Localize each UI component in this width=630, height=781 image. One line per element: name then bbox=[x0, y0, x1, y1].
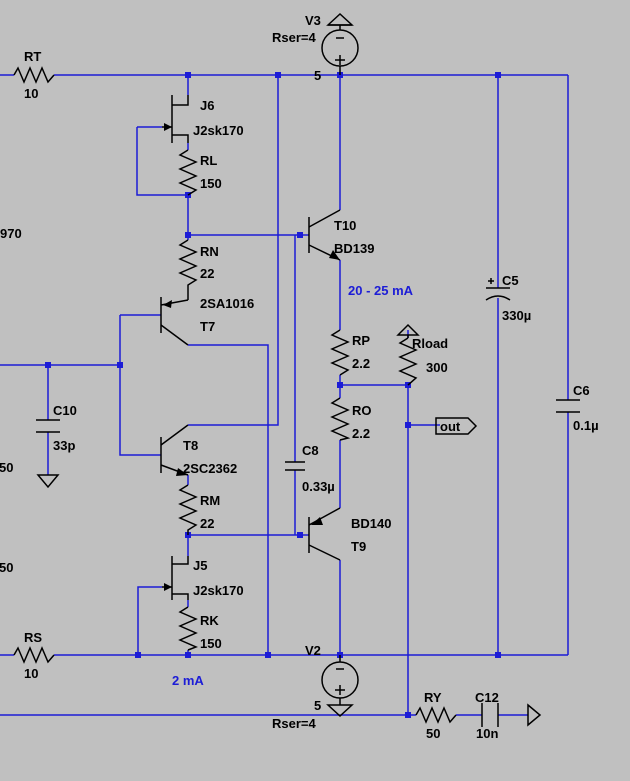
wires bbox=[0, 74, 569, 716]
label-rl-name: RL bbox=[200, 153, 217, 168]
label-t10-model: BD139 bbox=[334, 241, 374, 256]
transistor-t9 bbox=[308, 507, 341, 561]
label-c8-name: C8 bbox=[302, 443, 319, 458]
label-rs-value: 10 bbox=[24, 666, 38, 681]
label-j6-name: J6 bbox=[200, 98, 214, 113]
label-j5-name: J5 bbox=[193, 558, 207, 573]
label-bias-current: 2 mA bbox=[172, 673, 204, 688]
label-c12-name: C12 bbox=[475, 690, 499, 705]
resistor-rp bbox=[330, 329, 350, 376]
label-j6-model: J2sk170 bbox=[193, 123, 244, 138]
label-c6-value: 0.1µ bbox=[573, 418, 599, 433]
label-t10-name: T10 bbox=[334, 218, 356, 233]
label-rk-name: RK bbox=[200, 613, 219, 628]
out-port-label: out bbox=[440, 419, 461, 434]
resistor-rs bbox=[13, 646, 55, 664]
label-v3-rser: Rser=4 bbox=[272, 30, 316, 45]
resistor-ro bbox=[330, 397, 351, 441]
label-ro-name: RO bbox=[352, 403, 372, 418]
resistor-rm bbox=[178, 484, 198, 535]
label-j5-model: J2sk170 bbox=[193, 583, 244, 598]
resistor-ry bbox=[415, 706, 457, 724]
label-c12-value: 10n bbox=[476, 726, 498, 741]
label-offpage-2: 50 bbox=[0, 460, 13, 475]
label-rt-value: 10 bbox=[24, 86, 38, 101]
label-c10-name: C10 bbox=[53, 403, 77, 418]
label-c5-name: C5 bbox=[502, 273, 519, 288]
resistor-rn bbox=[178, 239, 198, 300]
resistor-rt bbox=[13, 66, 55, 84]
labels: RT 10 V3 Rser=4 5 J6 J2sk170 RL 150 RN 2… bbox=[0, 13, 599, 741]
label-rn-value: 22 bbox=[200, 266, 214, 281]
label-t8-model: 2SC2362 bbox=[183, 461, 237, 476]
transistor-t10 bbox=[308, 209, 341, 261]
label-rl-value: 150 bbox=[200, 176, 222, 191]
capacitor-c12 bbox=[481, 703, 499, 727]
resistor-rload bbox=[396, 323, 420, 386]
label-rk-value: 150 bbox=[200, 636, 222, 651]
label-ry-name: RY bbox=[424, 690, 442, 705]
label-rp-name: RP bbox=[352, 333, 370, 348]
label-t7-model: 2SA1016 bbox=[200, 296, 254, 311]
transistor-t7 bbox=[160, 297, 189, 346]
label-v3-name: V3 bbox=[305, 13, 321, 28]
label-c6-name: C6 bbox=[573, 383, 590, 398]
label-c10-value: 33p bbox=[53, 438, 75, 453]
label-v2-rser: Rser=4 bbox=[272, 716, 316, 731]
resistor-rk bbox=[178, 606, 198, 651]
label-t9-model: BD140 bbox=[351, 516, 391, 531]
ground-c10 bbox=[36, 474, 60, 489]
label-rload-value: 300 bbox=[426, 360, 448, 375]
label-ry-value: 50 bbox=[426, 726, 440, 741]
resistor-rl bbox=[178, 149, 198, 196]
label-offpage-3: 50 bbox=[0, 560, 13, 575]
capacitor-c5 bbox=[485, 278, 511, 301]
capacitor-c8 bbox=[285, 461, 305, 471]
label-rload-name: Rload bbox=[412, 336, 448, 351]
label-c5-value: 330µ bbox=[502, 308, 531, 323]
voltage-source-v2 bbox=[321, 655, 359, 718]
label-v3-value: 5 bbox=[314, 68, 321, 83]
transistor-t8 bbox=[160, 424, 189, 476]
label-offpage-1: 970 bbox=[0, 226, 22, 241]
label-rn-name: RN bbox=[200, 244, 219, 259]
label-rm-value: 22 bbox=[200, 516, 214, 531]
voltage-source-v3 bbox=[321, 12, 359, 75]
out-port: out bbox=[435, 417, 478, 435]
label-rm-name: RM bbox=[200, 493, 220, 508]
label-v2-value: 5 bbox=[314, 698, 321, 713]
label-c8-value: 0.33µ bbox=[302, 479, 335, 494]
label-output-current: 20 - 25 mA bbox=[348, 283, 414, 298]
label-ro-value: 2.2 bbox=[352, 426, 370, 441]
junctions bbox=[45, 72, 501, 718]
label-t8-name: T8 bbox=[183, 438, 198, 453]
jfet-j6 bbox=[162, 95, 189, 143]
label-v2-name: V2 bbox=[305, 643, 321, 658]
label-t9-name: T9 bbox=[351, 539, 366, 554]
output-port-arrow bbox=[527, 703, 542, 727]
label-rt-name: RT bbox=[24, 49, 41, 64]
capacitor-c6 bbox=[556, 399, 580, 413]
label-rs-name: RS bbox=[24, 630, 42, 645]
label-t7-name: T7 bbox=[200, 319, 215, 334]
jfet-j5 bbox=[162, 556, 189, 600]
label-rp-value: 2.2 bbox=[352, 356, 370, 371]
capacitor-c10 bbox=[36, 419, 60, 433]
